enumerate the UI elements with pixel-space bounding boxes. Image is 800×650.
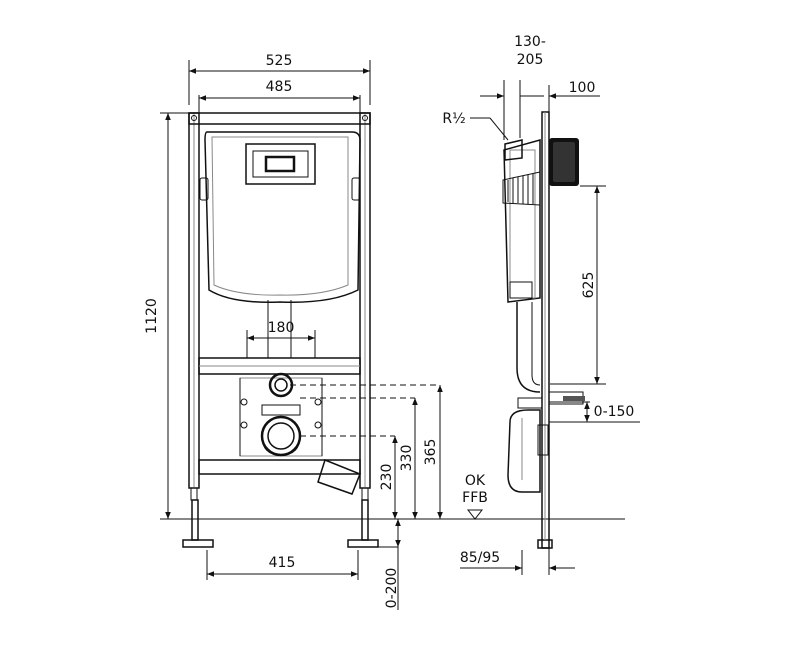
drain-bend-side <box>507 409 541 493</box>
flush-plate-opening <box>245 143 316 185</box>
dim-outlet-height: 330 <box>399 445 415 472</box>
label-thread: R½ <box>442 111 465 127</box>
front-view: 525 485 1120 180 415 230 330 365 0-200 <box>144 53 625 610</box>
actuator-ribbed <box>502 171 541 206</box>
frame-left-post <box>182 112 214 548</box>
floor-marker-icon <box>466 509 484 520</box>
dim-foot-adjust: 0-200 <box>384 568 400 609</box>
dim-depth-top: 100 <box>569 80 596 96</box>
cistern <box>199 131 361 303</box>
frame-brace <box>317 459 361 495</box>
label-floor-ok: OK <box>465 473 486 489</box>
frame-top-rail <box>188 112 371 125</box>
dim-depth-range-2: 205 <box>517 52 544 68</box>
dim-width-outer: 525 <box>266 53 293 69</box>
flush-pipe-side <box>516 302 541 393</box>
dim-projection: 0-150 <box>594 404 635 420</box>
label-floor-ffb: FFB <box>462 490 488 506</box>
dim-cistern-height: 625 <box>581 272 597 299</box>
dim-outlet-spacing: 180 <box>268 320 295 336</box>
frame-lower-rail <box>198 459 361 475</box>
side-cistern <box>503 139 541 303</box>
dim-height-total: 1120 <box>144 298 160 334</box>
dim-depth-range-1: 130- <box>514 34 546 50</box>
dim-supply-height: 365 <box>423 439 439 466</box>
drain-connection <box>260 415 302 457</box>
side-view: 130- 205 100 R½ 625 0-150 OK FFB 85/95 <box>442 34 640 575</box>
dim-foot-depth: 85/95 <box>460 550 500 566</box>
dim-foot-spacing: 415 <box>269 555 296 571</box>
dim-width-inner: 485 <box>266 79 293 95</box>
inlet-valve <box>504 139 523 161</box>
dim-drain-height: 230 <box>379 464 395 491</box>
outlet-pipe <box>268 372 294 398</box>
